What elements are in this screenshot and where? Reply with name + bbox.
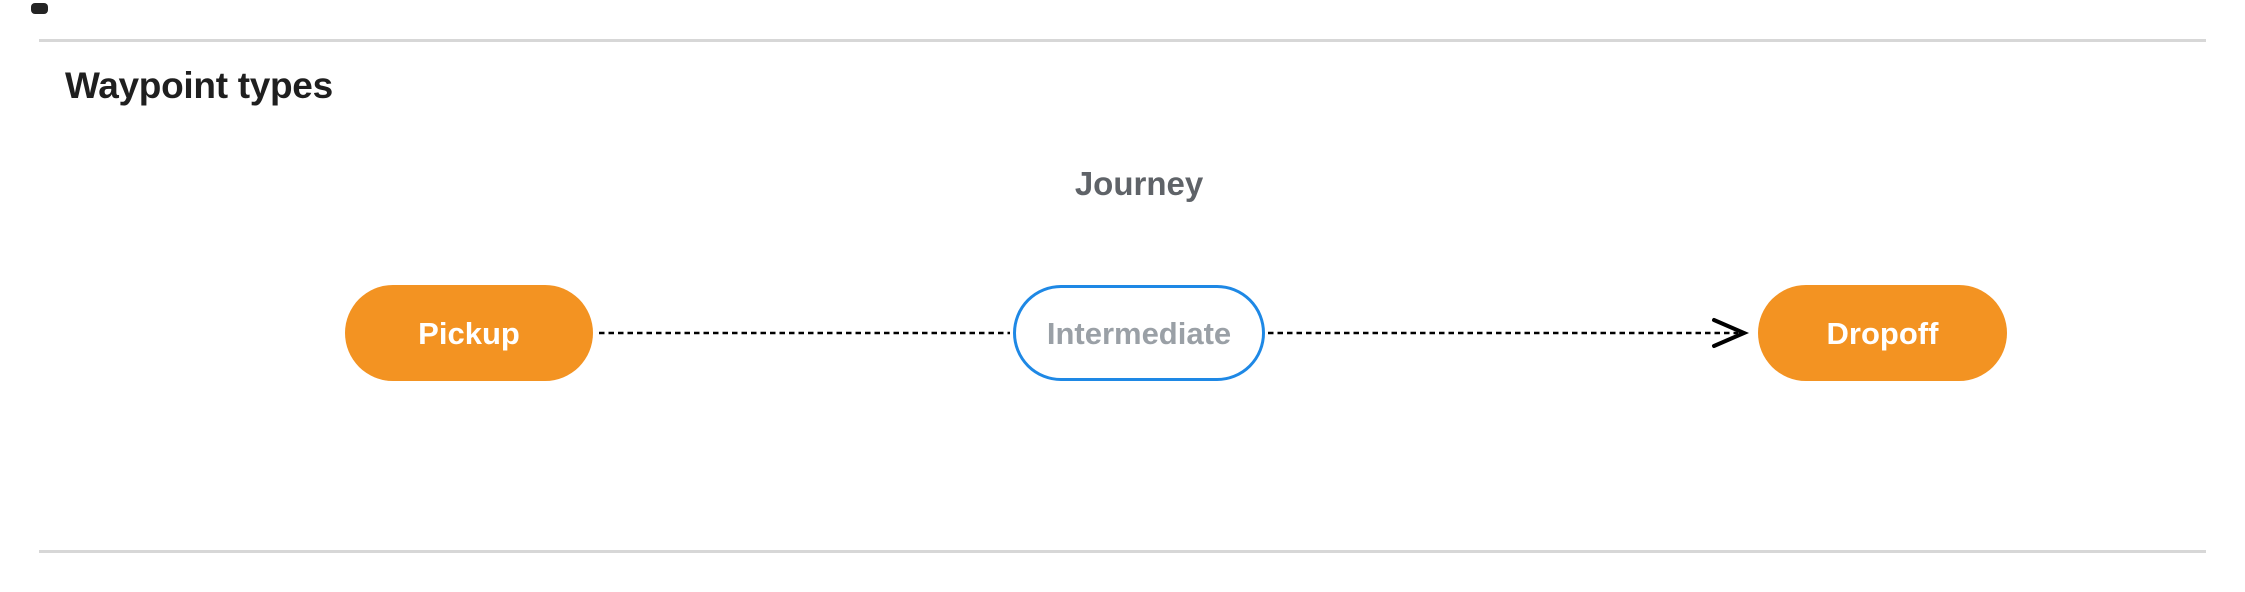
node-dropoff: Dropoff (1758, 285, 2007, 381)
cropped-ui-fragment (31, 3, 48, 14)
arrowhead-icon (1712, 318, 1750, 348)
bottom-divider (39, 550, 2206, 553)
journey-group-label: Journey (1074, 165, 1204, 202)
node-pickup: Pickup (345, 285, 593, 381)
top-divider (39, 39, 2206, 42)
node-intermediate: Intermediate (1013, 285, 1265, 381)
page-title: Waypoint types (65, 65, 333, 106)
